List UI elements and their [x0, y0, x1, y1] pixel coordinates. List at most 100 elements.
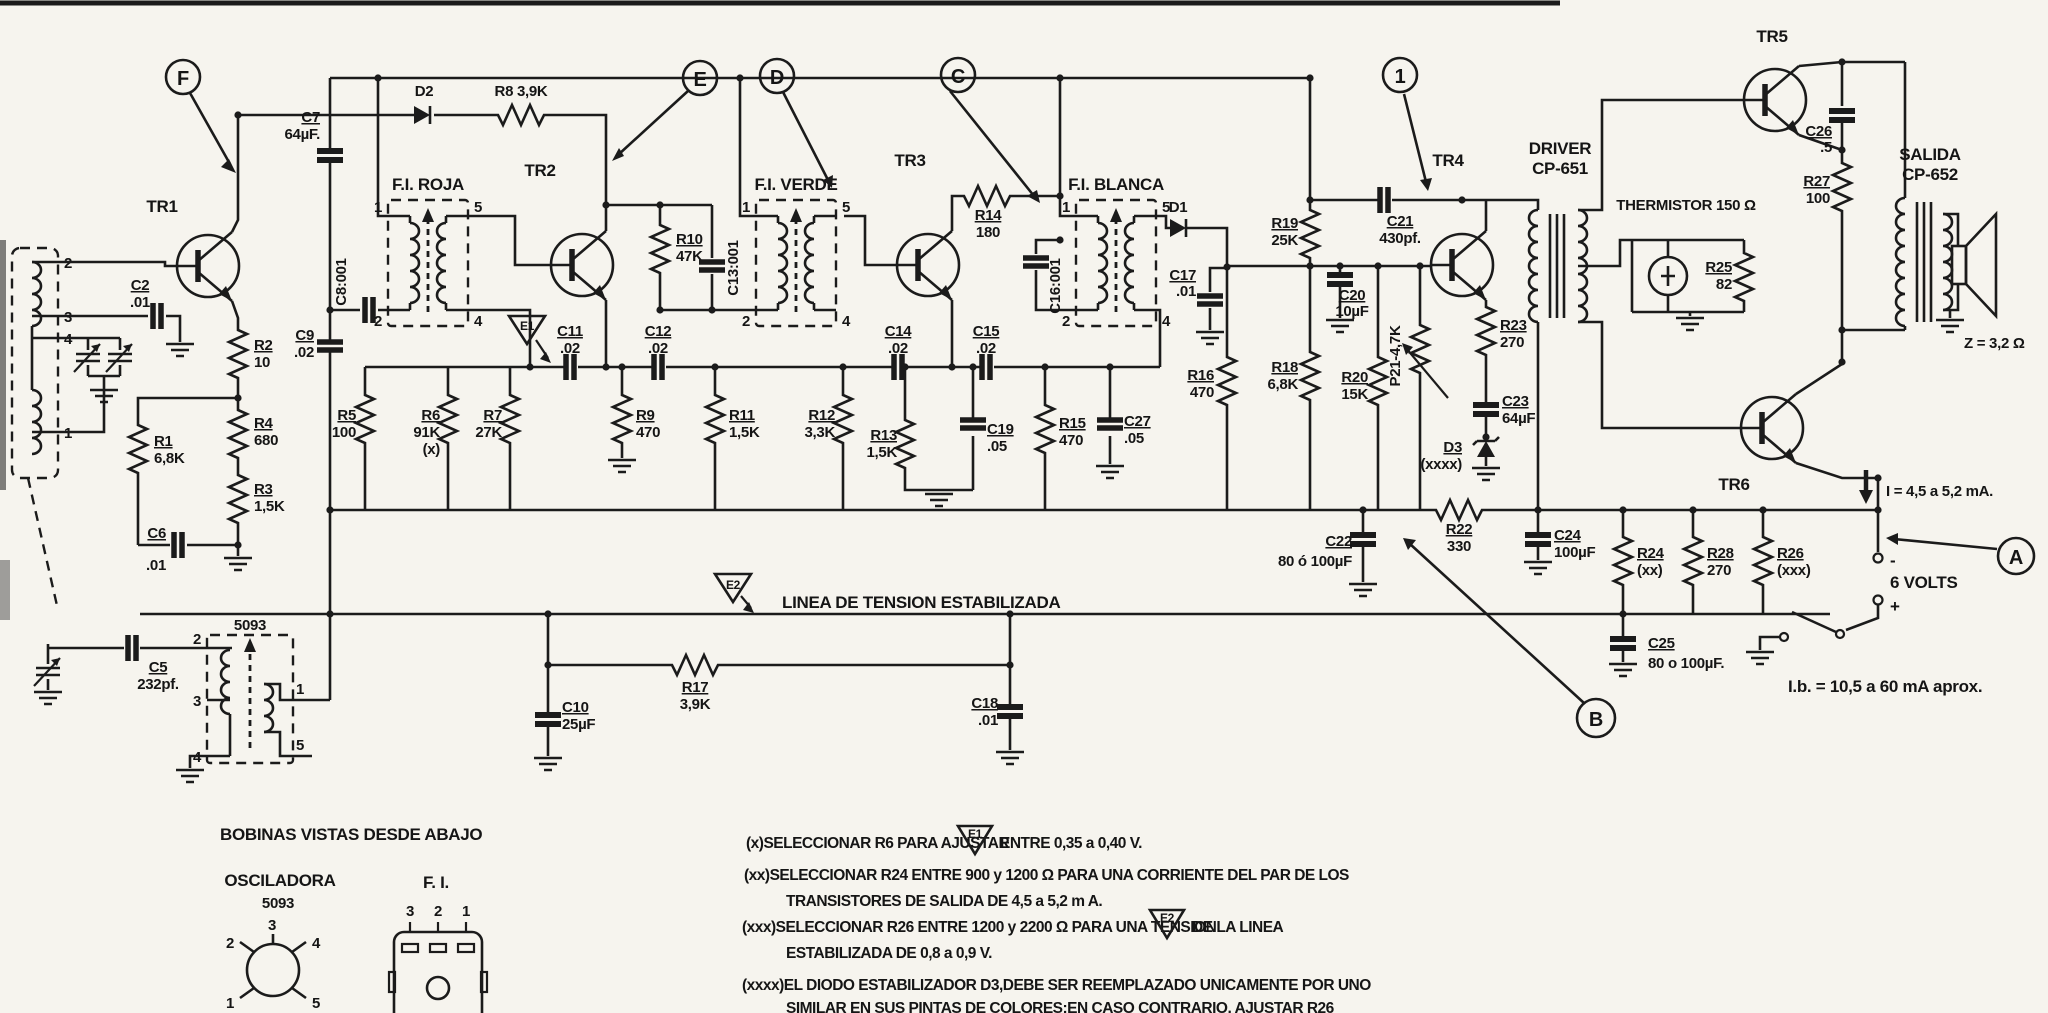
ground-icon — [1324, 318, 1356, 334]
battery-block: - 6 VOLTS + I = 4,5 a 5,2 mA. I.b. = 10,… — [1744, 470, 1993, 696]
footer-title: BOBINAS VISTAS DESDE ABAJO — [220, 825, 482, 844]
marker-E: E — [612, 59, 719, 161]
res-R10-val: 47K — [676, 248, 703, 265]
osc-view-title: OSCILADORA — [224, 871, 335, 890]
cap-C27: C27 .05 — [1096, 367, 1151, 480]
cap-C16-label: C16:001 — [1047, 258, 1064, 313]
cap-C19-val: .05 — [987, 438, 1007, 455]
res-R24: R24 (xx) — [1612, 510, 1665, 614]
cap-C22-val: 80 ó 100µF — [1278, 553, 1352, 570]
marker-F-label: F — [177, 68, 189, 90]
cap-C27-val: .05 — [1124, 430, 1144, 447]
cap-C13: C13:001 — [699, 240, 742, 296]
cap-C9-ref: C9 — [295, 327, 314, 344]
note-5: ESTABILIZADA DE 0,8 a 0,9 V. — [786, 945, 992, 962]
cap-C24-val: 100µF — [1554, 544, 1595, 561]
res-R23-val: 270 — [1500, 334, 1524, 351]
wire-tr3 — [844, 194, 1076, 367]
cap-C23-ref: C23 — [1502, 393, 1529, 410]
res-R2-val: 10 — [254, 354, 270, 371]
pin: 1 — [374, 199, 382, 216]
cap-C12-val: .02 — [648, 340, 668, 357]
cap-C24-ref: C24 — [1554, 527, 1582, 544]
res-R9-ref: R9 — [636, 407, 655, 424]
pin: 1 — [226, 995, 234, 1012]
res-R12: R12 3,3K — [805, 367, 854, 510]
diode-D2-label: D2 — [415, 83, 434, 100]
tuning-capacitors — [58, 336, 134, 434]
marker-E2: E2 — [712, 572, 754, 613]
power-switch — [1744, 610, 1846, 666]
cap-C25: C25 80 o 100µF. — [1607, 614, 1725, 678]
cap-C7-ref: C7 — [301, 109, 320, 126]
thermistor-icon — [1647, 255, 1689, 297]
thermistor-network: THERMISTOR 150 Ω R25 82 — [1616, 197, 1756, 332]
marker-B: B — [1403, 538, 1617, 739]
wire-d2-r8 — [238, 113, 608, 231]
res-R10: R10 47K — [649, 218, 703, 280]
pin: 5 — [296, 737, 304, 754]
osc-package-view: 3 2 4 1 5 — [226, 917, 321, 1012]
res-R28-val: 270 — [1707, 562, 1731, 579]
pin: 5 — [474, 199, 482, 216]
ground-icon — [1347, 582, 1379, 598]
speaker-impedance: Z = 3,2 Ω — [1964, 335, 2025, 352]
footer-bobinas: BOBINAS VISTAS DESDE ABAJO OSCILADORA 50… — [220, 825, 489, 1013]
transistor-TR3: TR3 — [894, 151, 959, 300]
res-R25: R25 82 — [1705, 246, 1755, 308]
cap-C13-label: C13:001 — [725, 240, 742, 295]
scan-mark-left — [0, 560, 10, 620]
res-R18: R18 6,8K — [1268, 345, 1321, 407]
pin: 4 — [193, 749, 202, 766]
pin: 2 — [1062, 313, 1070, 330]
transistor-TR5: TR5 — [1744, 27, 1806, 135]
diode-D3-ref: D3 — [1443, 439, 1462, 456]
res-R15-val: 470 — [1059, 432, 1083, 449]
pin: 3 — [268, 917, 276, 934]
cap-C9-val: .02 — [294, 344, 314, 361]
ground-icon — [222, 556, 254, 572]
cap-C6-val: .01 — [146, 557, 166, 574]
res-R2: R2 10 — [227, 323, 273, 385]
marker-1-label: 1 — [1395, 66, 1406, 88]
antenna-pin-4: 4 — [64, 331, 73, 348]
antenna-pin-1: 1 — [64, 425, 72, 442]
pin: 5 — [1162, 199, 1170, 216]
res-R16-ref: R16 — [1187, 367, 1214, 384]
cap-C21-ref: C21 — [1387, 213, 1414, 230]
ground-icon — [606, 458, 638, 474]
res-R24-val: (xx) — [1637, 562, 1663, 579]
cap-C16: C16:001 — [1023, 258, 1064, 314]
transistor-TR4-label: TR4 — [1432, 151, 1464, 170]
ground-icon — [1194, 330, 1226, 346]
ifcan-verde: F.I. VERDE 1 5 2 4 — [742, 175, 851, 330]
note-4b: DE LA LINEA — [1192, 919, 1284, 936]
cap-C2-ref: C2 — [131, 277, 150, 294]
res-R4: R4 680 — [227, 403, 278, 465]
res-R17-ref: R17 — [682, 679, 709, 696]
transistor-TR1: TR1 — [146, 197, 239, 301]
marker-B-label: B — [1589, 709, 1603, 731]
note-1a: (x)SELECCIONAR R6 PARA AJUSTAR — [746, 835, 1009, 852]
transistor-TR1-label: TR1 — [146, 197, 177, 216]
marker-C-label: C — [951, 66, 965, 88]
pin: 3 — [193, 693, 201, 710]
cap-C5-val: 232pf. — [137, 676, 179, 693]
cap-C20-ref: C20 — [1339, 287, 1366, 304]
res-R4-val: 680 — [254, 432, 278, 449]
transistor-TR2-label: TR2 — [524, 161, 555, 180]
wire-tr1-ce — [230, 115, 240, 325]
cap-C7-val: 64µF. — [285, 126, 321, 143]
res-R22-val: 330 — [1447, 538, 1471, 555]
ground-icon — [174, 768, 206, 784]
driver-label-2: CP-651 — [1532, 159, 1588, 178]
driver-label-1: DRIVER — [1529, 139, 1591, 158]
res-R18-ref: R18 — [1271, 359, 1298, 376]
antenna-winding-2 — [30, 388, 43, 456]
current-arrow-icon — [1859, 470, 1873, 504]
ib-label: I.b. = 10,5 a 60 mA aprox. — [1788, 677, 1982, 696]
pin: 1 — [1062, 199, 1070, 216]
transistor-TR5-label: TR5 — [1756, 27, 1787, 46]
osc-view-num: 5093 — [262, 895, 294, 912]
